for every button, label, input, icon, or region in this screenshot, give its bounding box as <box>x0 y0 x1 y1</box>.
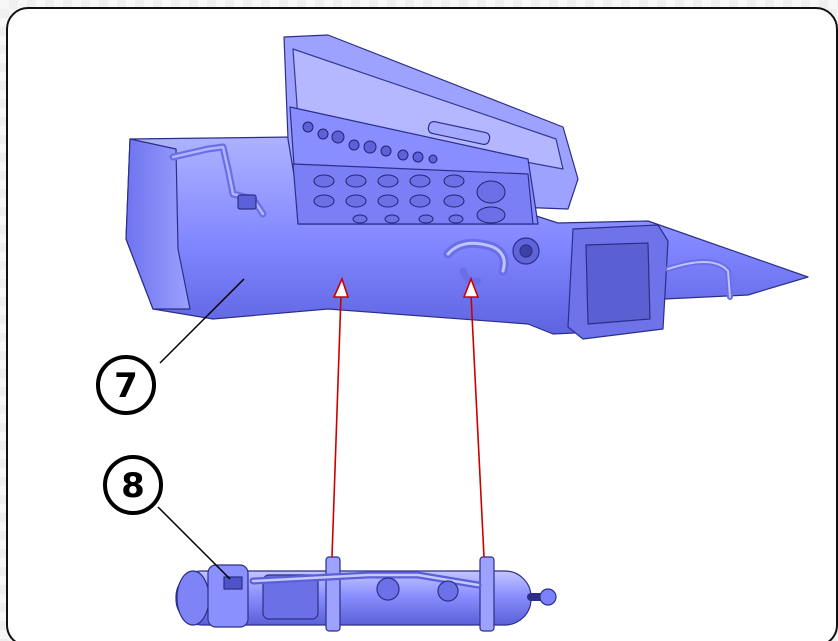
left-arrow <box>331 294 342 558</box>
insertion-arrows <box>331 276 485 558</box>
right-arrowhead <box>462 276 480 298</box>
callout-8: 8 <box>103 455 231 580</box>
left-arrowhead <box>332 276 350 298</box>
callout-7: 7 <box>96 278 245 415</box>
diagram-frame: 7 8 <box>6 7 838 641</box>
callout-label-8: 8 <box>121 466 145 506</box>
diagram-svg: 7 8 <box>96 34 809 632</box>
right-arrow <box>470 294 485 558</box>
main-assembly <box>125 34 809 340</box>
leader-line-7 <box>159 278 245 364</box>
sub-assembly <box>175 556 557 632</box>
callout-circle-7 <box>96 355 156 415</box>
leader-line-8 <box>157 506 231 580</box>
callout-label-7: 7 <box>114 366 138 406</box>
callout-circle-8 <box>103 455 163 515</box>
